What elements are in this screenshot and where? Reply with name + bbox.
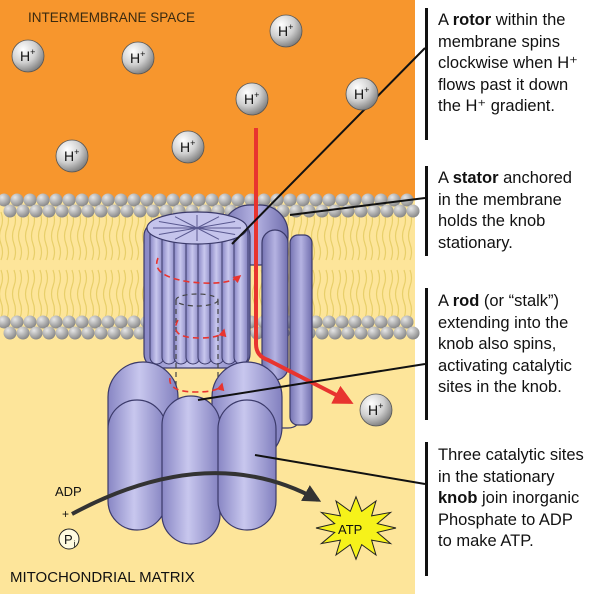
plus-label: +	[62, 507, 69, 521]
caption-knob: Three catalytic sites in the stationary …	[438, 446, 584, 550]
h-plus-ion: H+	[269, 14, 303, 48]
svg-text:H+: H+	[180, 138, 195, 155]
adp-to-atp-arrow	[71, 471, 322, 516]
pi-label: Pi	[64, 532, 76, 549]
svg-text:H+: H+	[278, 22, 293, 39]
proton-flow-arrow	[254, 128, 354, 404]
h-plus-ion: H+	[11, 39, 45, 73]
caption-rod: A rod (or “stalk”) extending into the kn…	[438, 292, 572, 396]
svg-text:H+: H+	[354, 85, 369, 102]
rotor	[143, 211, 251, 369]
adp-label: ADP	[55, 484, 82, 499]
h-plus-ion: H+	[345, 77, 379, 111]
catalytic-knob	[107, 361, 283, 545]
caption-bar-knob	[425, 442, 428, 576]
h-plus-ion: H+	[55, 139, 89, 173]
svg-text:H+: H+	[20, 47, 35, 64]
atp-burst	[315, 495, 397, 561]
caption-rotor: A rotor within the membrane spins clockw…	[438, 11, 578, 115]
caption-bar-rod	[425, 288, 428, 420]
pi-badge: Pi	[58, 528, 80, 550]
h-plus-ion: H+	[359, 393, 393, 427]
h-plus-ion: H+	[171, 130, 205, 164]
svg-text:H+: H+	[130, 49, 145, 66]
atp-label: ATP	[338, 522, 362, 537]
rod-stalk	[175, 293, 219, 440]
proton-ions: H+ H+ H+ H+ H+ H+ H+ H+	[11, 14, 393, 427]
leader-lines	[197, 47, 426, 485]
rotation-arrows	[155, 257, 242, 393]
caption-stator: A stator anchored in the membrane holds …	[438, 169, 572, 252]
h-plus-ion: H+	[121, 41, 155, 75]
svg-text:H+: H+	[244, 90, 259, 107]
caption-bar-stator	[425, 166, 428, 256]
h-plus-ion: H+	[235, 82, 269, 116]
svg-text:H+: H+	[368, 401, 383, 418]
svg-text:H+: H+	[64, 147, 79, 164]
intermembrane-label: INTERMEMBRANE SPACE	[28, 10, 195, 25]
caption-bar-rotor	[425, 8, 428, 140]
matrix-label: MITOCHONDRIAL MATRIX	[10, 569, 195, 586]
